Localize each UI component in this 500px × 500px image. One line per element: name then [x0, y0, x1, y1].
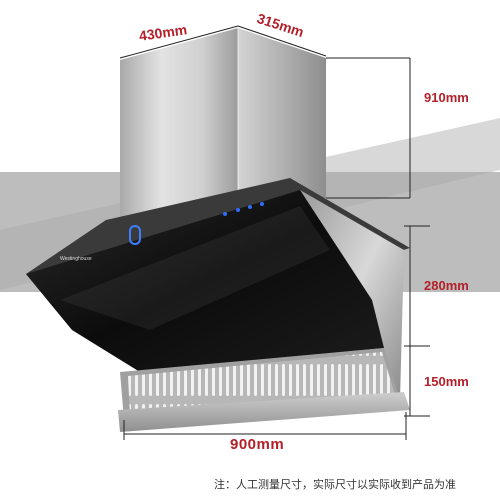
brand-logo: Westinghouse: [60, 256, 92, 262]
touch-control-light-icon[interactable]: [248, 205, 252, 209]
chimney-height-label: 910mm: [424, 90, 469, 105]
chimney-front: [120, 28, 238, 222]
touch-control-light-icon[interactable]: [223, 212, 227, 216]
glass-reflection: [60, 206, 330, 330]
touch-control-light-icon[interactable]: [260, 202, 264, 206]
base-height-label: 150mm: [424, 374, 469, 389]
dimension-lines: [119, 25, 430, 440]
touch-control-light-icon[interactable]: [236, 208, 240, 212]
chimney-side: [238, 28, 326, 198]
glass-panel: [26, 190, 384, 372]
total-width-label: 900mm: [230, 436, 285, 453]
measurement-footnote: 注：人工测量尺寸，实际尺寸以实际收到产品为准: [214, 479, 456, 491]
power-button-icon[interactable]: [129, 225, 141, 245]
drip-tray: [118, 392, 410, 432]
panel-height-label: 280mm: [424, 278, 469, 293]
